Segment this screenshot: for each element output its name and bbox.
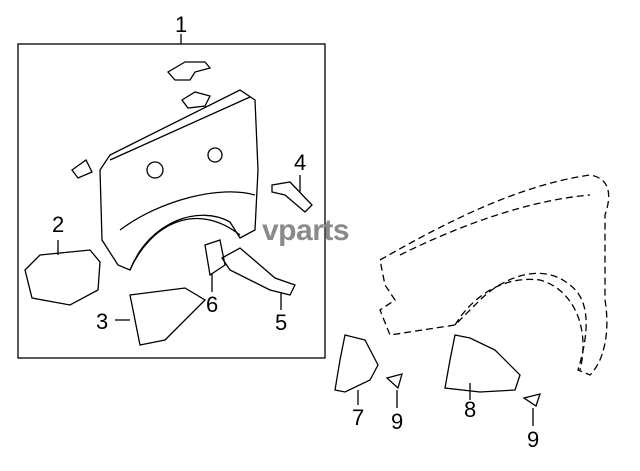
part-8-liner <box>444 334 521 393</box>
part-4-sensor <box>271 181 313 213</box>
part-9-clip <box>522 393 541 408</box>
callout-9: 9 <box>391 409 404 434</box>
fender-detail <box>399 194 591 371</box>
part-7-liner <box>334 334 379 393</box>
part-3-shield <box>129 287 207 346</box>
callout-5: 5 <box>275 310 288 335</box>
callout-7: 7 <box>352 405 365 430</box>
callout-1: 1 <box>175 12 188 37</box>
assembly-box <box>17 43 326 359</box>
apron-hole <box>207 147 223 163</box>
bracket-upper <box>166 61 212 81</box>
apron-hole <box>146 161 164 179</box>
callout-4: 4 <box>294 150 307 175</box>
callout-9: 9 <box>527 427 540 452</box>
callout-6: 6 <box>206 292 219 317</box>
part-5-brace <box>221 247 296 296</box>
callout-8: 8 <box>464 397 477 422</box>
apron-detail <box>109 96 256 271</box>
watermark: vparts <box>262 214 350 247</box>
part-9-clip <box>385 373 403 390</box>
wheelhouse-apron <box>99 89 259 271</box>
part-2-box <box>24 249 101 306</box>
part-6-bracket <box>204 239 226 277</box>
small-bracket <box>71 159 93 179</box>
callout-3: 3 <box>96 309 109 334</box>
fender-outline <box>379 174 610 376</box>
callout-2: 2 <box>52 212 65 237</box>
bracket-lower <box>181 91 211 109</box>
